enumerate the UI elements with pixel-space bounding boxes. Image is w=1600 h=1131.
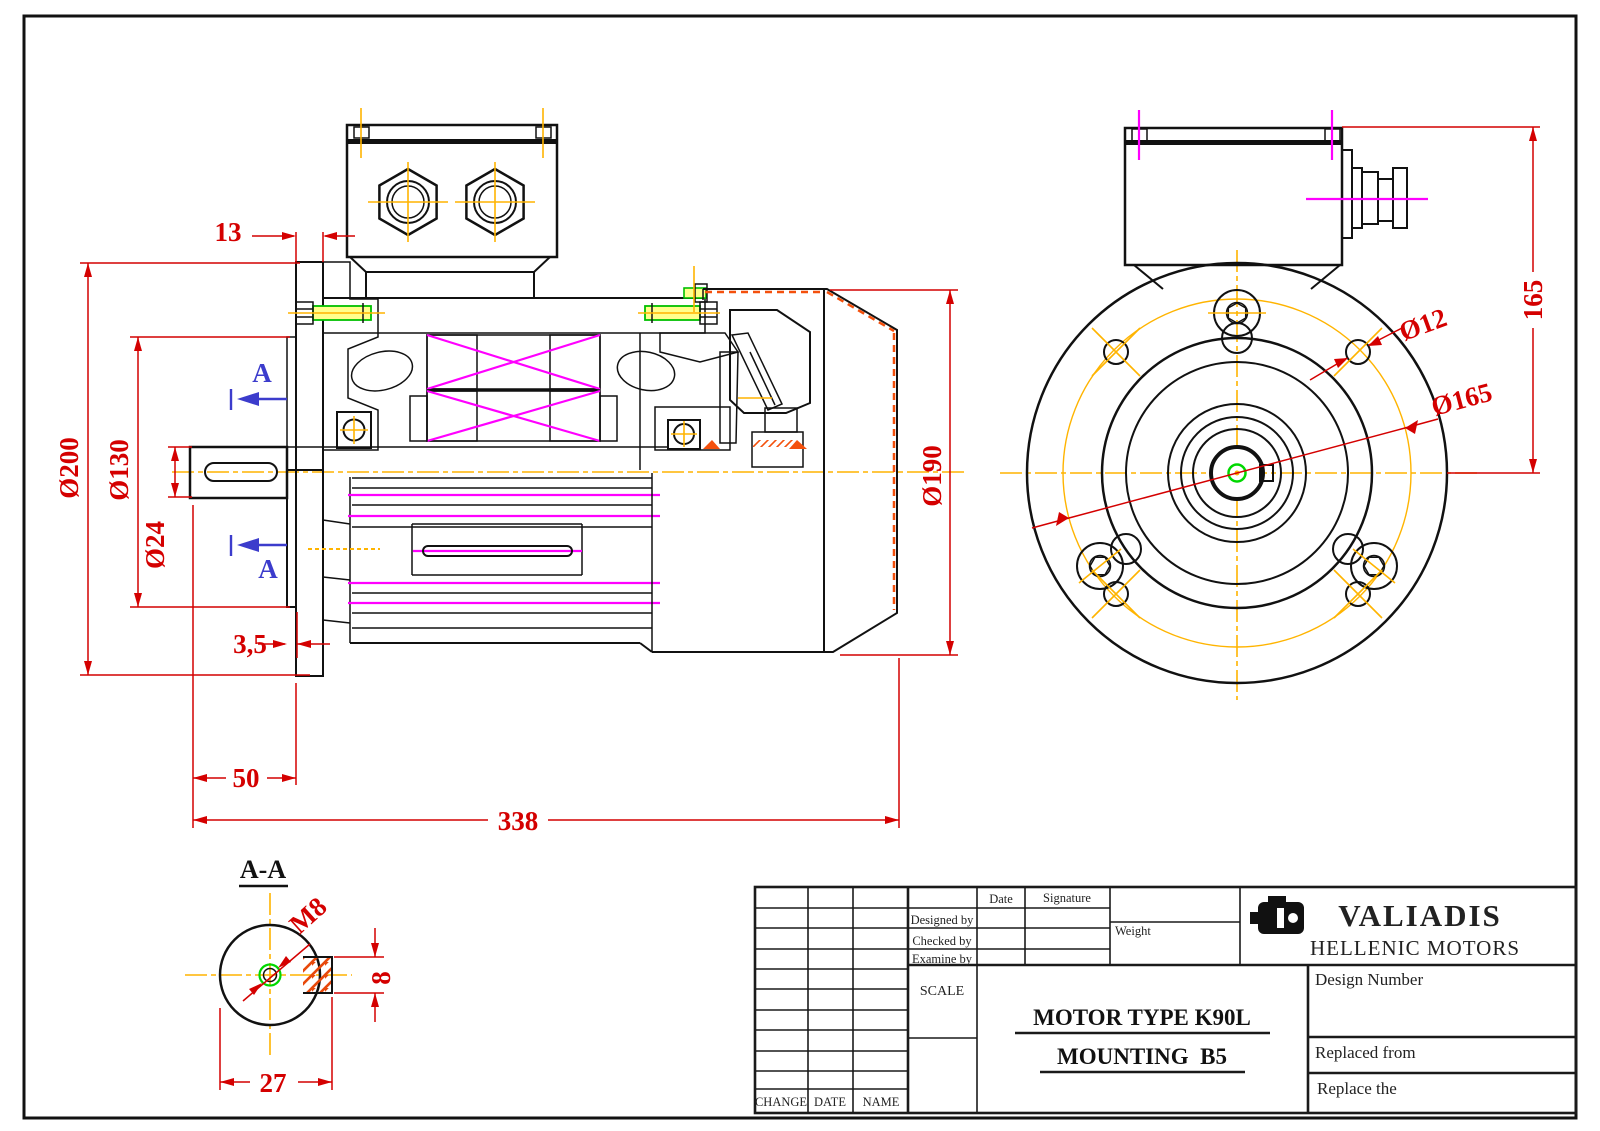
date-label: Date (989, 892, 1013, 906)
checked-by-label: Checked by (912, 934, 972, 948)
date-col-label: DATE (814, 1095, 846, 1109)
dim-8: 8 (366, 971, 396, 985)
replace-the-label: Replace the (1317, 1079, 1397, 1098)
cooling-fins (308, 473, 660, 653)
shaft (188, 445, 668, 500)
section-cut-markers: A A (229, 358, 287, 584)
cable-connector (1306, 149, 1428, 239)
fan-cowl (652, 288, 898, 653)
front-view-dimensions: 165 Ø12 Ø165 (1031, 126, 1548, 529)
bearing-non-drive-end (667, 419, 701, 450)
bearing-drive-end (336, 411, 372, 449)
company-subtitle: HELLENIC MOTORS (1310, 936, 1520, 960)
stator-rotor-section (350, 333, 676, 443)
rear-endshield-fan (639, 266, 811, 470)
fan (729, 309, 811, 414)
side-view-dimensions: 13 Ø200 Ø130 Ø24 3,5 50 (54, 217, 958, 836)
section-marker-a-top: A (252, 358, 272, 388)
dim-338: 338 (498, 806, 539, 836)
terminal-box-front (1123, 110, 1428, 290)
title-block: CHANGE DATE NAME Date Signature Designed… (753, 885, 1578, 1115)
front-view: 165 Ø12 Ø165 (1000, 110, 1548, 700)
flange-external-lower (286, 469, 351, 677)
dim-13: 13 (215, 217, 242, 247)
housing-bolt-lower-right (1350, 542, 1398, 590)
housing-bolt-lower-left (1076, 542, 1124, 590)
company-name: VALIADIS (1338, 898, 1502, 933)
dim-d130: Ø130 (104, 439, 134, 501)
sheet-border (22, 14, 1578, 1120)
product-line2: MOUNTING B5 (1057, 1044, 1227, 1069)
dim-d190: Ø190 (917, 445, 947, 507)
dim-d200: Ø200 (54, 437, 84, 499)
product-cell: MOTOR TYPE K90L MOUNTING B5 (1015, 965, 1310, 1113)
replaced-from-label: Replaced from (1315, 1043, 1416, 1062)
company-logo (1250, 896, 1304, 934)
flange-holes (1091, 327, 1383, 619)
revision-grid: CHANGE DATE NAME (755, 887, 910, 1113)
flange-section (286, 261, 379, 471)
shaft-keyway (204, 462, 278, 482)
center-tap-hole (1227, 463, 1247, 483)
end-winding-left (350, 350, 414, 392)
designed-by-label: Designed by (911, 913, 975, 927)
end-winding-right (616, 350, 676, 392)
section-aa-title: A-A (240, 855, 286, 884)
dim-165: 165 (1518, 280, 1548, 321)
section-marker-a-bottom: A (258, 554, 278, 584)
keyway-section (303, 956, 333, 994)
dim-d12: Ø12 (1395, 302, 1450, 347)
doc-info-column: Design Number Replaced from Replace the (1308, 970, 1576, 1098)
dim-35: 3,5 (233, 629, 267, 659)
design-number-label: Design Number (1315, 970, 1423, 989)
scale-label: SCALE (920, 984, 964, 999)
dim-d24: Ø24 (140, 521, 170, 569)
lifting-rib (422, 545, 573, 557)
examined-by-label: Examine by (912, 952, 973, 966)
cowl-section-edge (705, 290, 896, 610)
dim-m8: M8 (283, 891, 332, 939)
signature-label: Signature (1043, 891, 1091, 905)
company-area: VALIADIS HELLENIC MOTORS (1250, 896, 1520, 960)
product-line1: MOTOR TYPE K90L (1033, 1005, 1251, 1030)
signature-area: Date Signature Designed by Checked by Ex… (908, 887, 1576, 1113)
dim-d165: Ø165 (1428, 377, 1495, 422)
side-section-view: A A 13 Ø200 Ø130 Ø24 (54, 108, 965, 836)
dim-27: 27 (260, 1068, 287, 1098)
rotor-end-ring-right (599, 395, 618, 442)
tie-rod-bolt-right (638, 301, 720, 325)
change-col-label: CHANGE (755, 1095, 807, 1109)
rotor-end-ring-left (409, 395, 428, 442)
flange-front (1025, 261, 1449, 685)
bolt-circle (1062, 298, 1412, 648)
tie-rod-bolt-left (288, 301, 385, 325)
housing-bolt-top (1208, 289, 1266, 337)
name-col-label: NAME (863, 1095, 900, 1109)
weight-label: Weight (1115, 924, 1151, 938)
dim-50: 50 (233, 763, 260, 793)
terminal-box-side (345, 108, 559, 299)
section-aa-view: A-A M8 8 27 (185, 855, 396, 1098)
